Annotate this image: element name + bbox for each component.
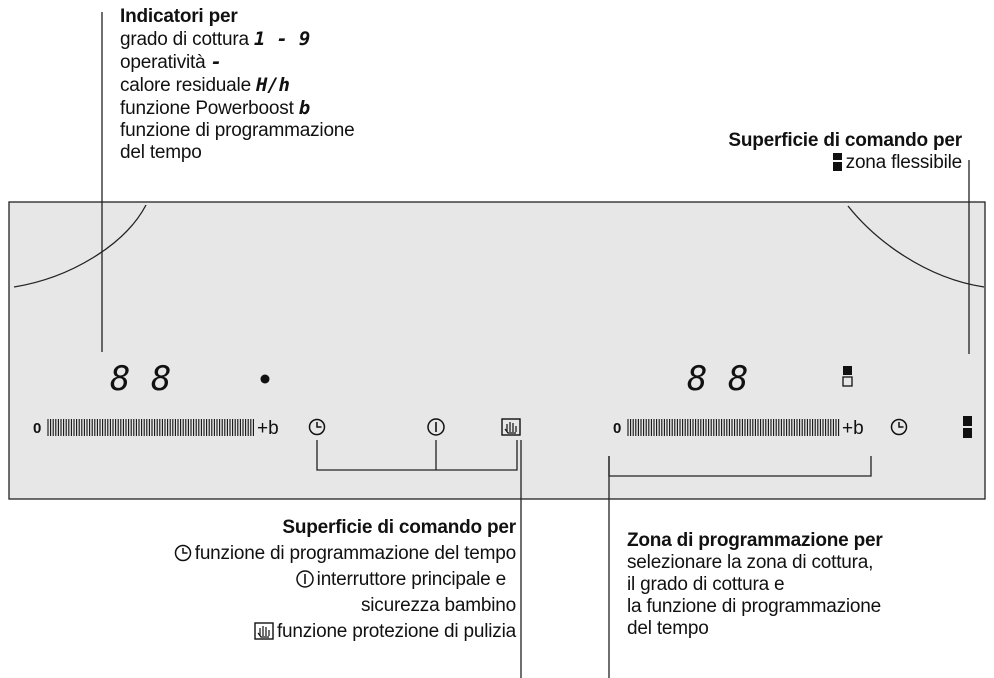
programming-zone-heading: Zona di programmazione per [627, 530, 883, 551]
power-icon[interactable] [427, 418, 445, 436]
flex-control-item: zona flessibile [728, 152, 962, 174]
left-controls-bracket [316, 440, 518, 471]
left-display-digits: 8 8 [110, 359, 171, 399]
programming-zone-line: selezionare la zona di cottura, [627, 552, 874, 573]
control-surface-item: sicurezza bambino [360, 595, 516, 616]
left-display: 8 8 [110, 359, 171, 399]
indicators-heading: Indicatori per [120, 6, 238, 27]
clock-icon[interactable] [308, 418, 326, 436]
cooktop-panel [8, 201, 986, 500]
clock-icon-right[interactable] [890, 418, 908, 436]
power-icon [295, 570, 314, 588]
control-surface-block: Superficie di comando per funzione di pr… [174, 515, 516, 645]
indicators-line: funzione Powerboost b [120, 97, 310, 119]
right-display-digits: 8 8 [687, 359, 748, 399]
control-surface-item: interruttore principale e [174, 567, 506, 593]
right-slider-end: +b [842, 418, 864, 439]
control-surface-heading: Superficie di comando per [282, 517, 516, 538]
programming-zone-block: Zona di programmazione per selezionare l… [627, 530, 883, 640]
right-cooking-zone-arc [847, 205, 985, 288]
programming-zone-line: la funzione di programmazione [627, 596, 882, 617]
indicators-line: operatività - [120, 51, 222, 73]
flex-control-heading: Superficie di comando per [728, 130, 962, 151]
flex-zone-icon [832, 153, 842, 171]
hand-wipe-icon[interactable] [501, 418, 521, 436]
control-surface-item: funzione protezione di pulizia [174, 619, 516, 645]
indicators-line: calore residuale H/h [120, 74, 290, 96]
indicators-line: del tempo [120, 142, 202, 163]
indicators-line: grado di cottura 1 - 9 [120, 28, 311, 50]
indicators-line: funzione di programmazione [120, 120, 355, 141]
programming-zone-line: il grado di cottura e [627, 574, 785, 595]
right-slider[interactable] [627, 419, 840, 436]
left-slider-end: +b [257, 418, 279, 439]
programming-zone-line: del tempo [627, 618, 709, 639]
flex-zone-button[interactable] [963, 416, 972, 438]
flex-indicator-bottom [842, 376, 853, 387]
indicators-block: Indicatori per grado di cottura 1 - 9 op… [120, 6, 355, 164]
indicator-dot [260, 374, 270, 384]
control-surface-item: funzione di programmazione del tempo [174, 541, 516, 567]
left-cooking-zone-arc [13, 204, 147, 288]
right-slider-start: 0 [613, 420, 621, 437]
flex-indicator-top [843, 366, 852, 375]
clock-icon [174, 544, 191, 562]
left-slider[interactable] [47, 419, 254, 436]
left-slider-start: 0 [33, 420, 41, 437]
flex-control-block: Superficie di comando per zona flessibil… [728, 130, 962, 174]
hand-wipe-icon [254, 622, 274, 640]
